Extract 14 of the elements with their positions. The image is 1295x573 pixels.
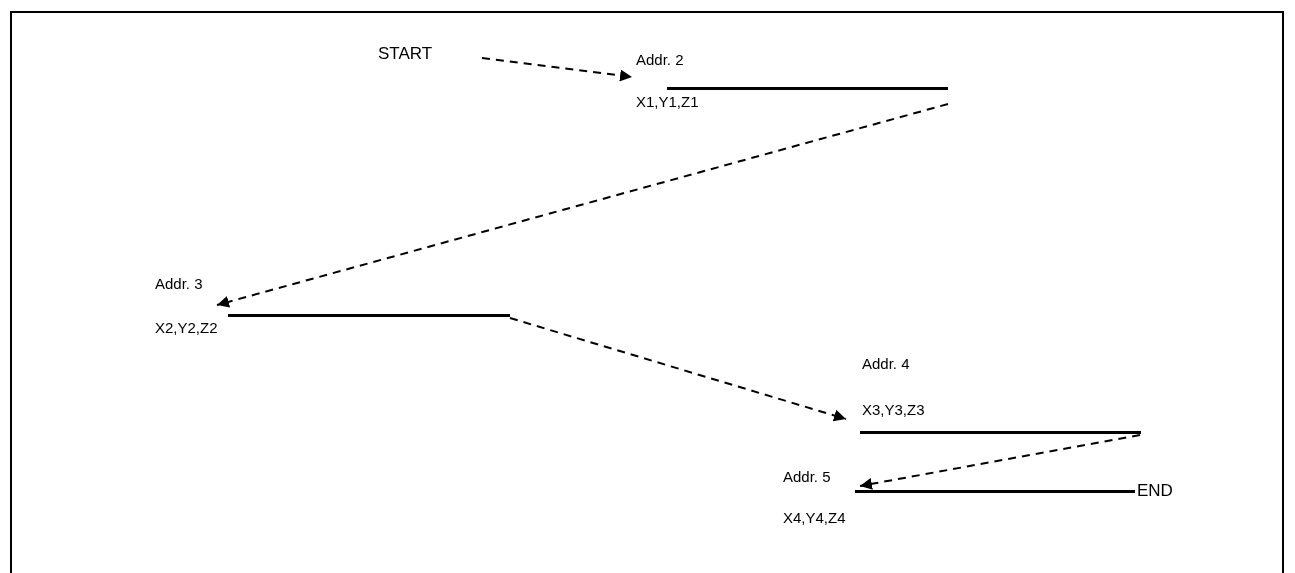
terminal-label: START <box>378 45 433 62</box>
address-label: Addr. 4 <box>862 356 910 371</box>
terminal-label: END <box>1137 482 1173 499</box>
dashed-arrow <box>481 57 633 82</box>
dashed-arrow <box>859 434 1141 490</box>
dashed-arrow <box>216 103 949 308</box>
coordinate-label: X3,Y3,Z3 <box>862 402 925 417</box>
address-label: Addr. 2 <box>636 52 684 67</box>
dashed-arrow <box>509 317 847 422</box>
coordinate-label: X2,Y2,Z2 <box>155 320 218 335</box>
coordinate-label: X1,Y1,Z1 <box>636 94 699 109</box>
address-label: Addr. 3 <box>155 276 203 291</box>
address-label: Addr. 5 <box>783 469 831 484</box>
coordinate-label: X4,Y4,Z4 <box>783 510 846 525</box>
